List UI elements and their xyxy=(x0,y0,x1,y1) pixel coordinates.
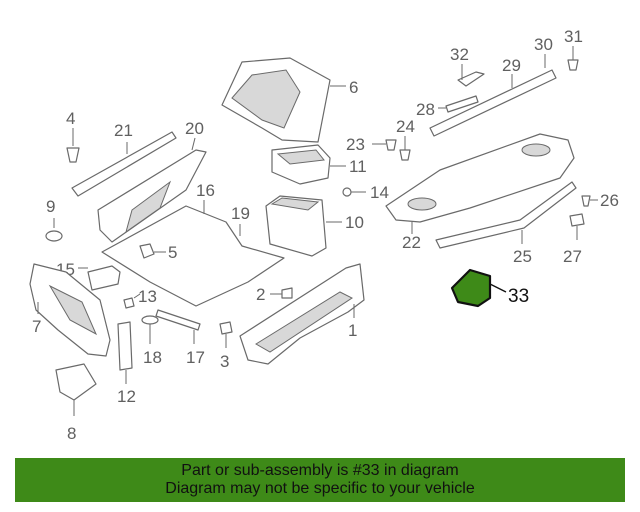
notice-line-part: Part or sub-assembly is #33 in diagram xyxy=(181,462,459,479)
callout-24: 24 xyxy=(396,117,415,136)
callout-5: 5 xyxy=(168,243,177,262)
part-27-clip[interactable] xyxy=(569,213,585,240)
part-32-fitting[interactable] xyxy=(457,64,485,87)
part-17-strip[interactable] xyxy=(155,309,201,344)
callout-19: 19 xyxy=(231,204,250,223)
callout-7: 7 xyxy=(32,317,41,336)
part-14-grommet[interactable] xyxy=(342,187,366,197)
callout-16: 16 xyxy=(196,181,215,200)
callout-32: 32 xyxy=(450,45,469,64)
callout-4: 4 xyxy=(66,109,75,128)
part-31-bolt[interactable] xyxy=(567,46,579,71)
callout-9: 9 xyxy=(46,197,55,216)
callout-22: 22 xyxy=(402,233,421,252)
callout-33: 33 xyxy=(508,286,529,307)
part-2-clip[interactable] xyxy=(270,287,293,299)
part-1-rear-sill-panel[interactable] xyxy=(239,263,365,365)
part-16-floor-mat[interactable] xyxy=(101,200,285,307)
callout-28: 28 xyxy=(416,100,435,119)
highlight-notice-banner: Part or sub-assembly is #33 in diagram D… xyxy=(15,458,625,502)
callout-6: 6 xyxy=(349,78,358,97)
callout-17: 17 xyxy=(186,348,205,367)
part-12-bracket[interactable] xyxy=(117,321,133,384)
part-5-clip[interactable] xyxy=(139,243,166,259)
part-13-clip[interactable] xyxy=(123,293,141,309)
callout-12: 12 xyxy=(117,387,136,406)
part-9-round-cap[interactable] xyxy=(45,218,63,242)
callout-21: 21 xyxy=(114,121,133,140)
part-20-side-trim-panel[interactable] xyxy=(97,137,207,243)
callout-13: 13 xyxy=(138,287,157,306)
part-11-storage-tray[interactable] xyxy=(271,144,346,185)
part-4-push-pin[interactable] xyxy=(66,128,80,163)
part-18-stud[interactable] xyxy=(141,315,159,344)
callout-1: 1 xyxy=(348,321,357,340)
notice-line-disclaimer: Diagram may not be specific to your vehi… xyxy=(165,480,475,497)
part-8-tray[interactable] xyxy=(55,363,97,416)
part-21-trim-strip[interactable] xyxy=(71,131,177,197)
part-22-parcel-shelf[interactable] xyxy=(385,133,575,234)
part-25-shelf-trim[interactable] xyxy=(435,181,577,249)
part-23-screw[interactable] xyxy=(372,139,397,151)
part-10-storage-box[interactable] xyxy=(265,195,342,257)
callout-26: 26 xyxy=(600,191,619,210)
part-26-screw[interactable] xyxy=(581,195,598,207)
part-33-highlighted-pad[interactable] xyxy=(450,268,507,308)
callout-27: 27 xyxy=(563,247,582,266)
callout-20: 20 xyxy=(185,119,204,138)
callout-30: 30 xyxy=(534,35,553,54)
part-7-side-wall-trim[interactable] xyxy=(29,263,111,357)
callout-23: 23 xyxy=(346,135,365,154)
callout-18: 18 xyxy=(143,348,162,367)
callout-11: 11 xyxy=(349,157,367,176)
part-6-trunk-side-trim[interactable] xyxy=(221,57,346,143)
callout-14: 14 xyxy=(370,183,389,202)
part-24-fastener[interactable] xyxy=(399,136,411,161)
part-15-block[interactable] xyxy=(78,265,121,291)
part-3-clip[interactable] xyxy=(219,321,233,348)
callout-29: 29 xyxy=(502,56,521,75)
callout-31: 31 xyxy=(564,27,583,46)
exploded-parts-diagram: 6 11 10 14 20 21 16 19 xyxy=(29,27,619,443)
callout-10: 10 xyxy=(345,213,364,232)
callout-8: 8 xyxy=(67,424,76,443)
callout-25: 25 xyxy=(513,247,532,266)
part-28-bracket[interactable] xyxy=(438,95,479,113)
part-29-rail[interactable] xyxy=(429,69,557,137)
callout-2: 2 xyxy=(256,285,265,304)
callout-3: 3 xyxy=(220,352,229,371)
